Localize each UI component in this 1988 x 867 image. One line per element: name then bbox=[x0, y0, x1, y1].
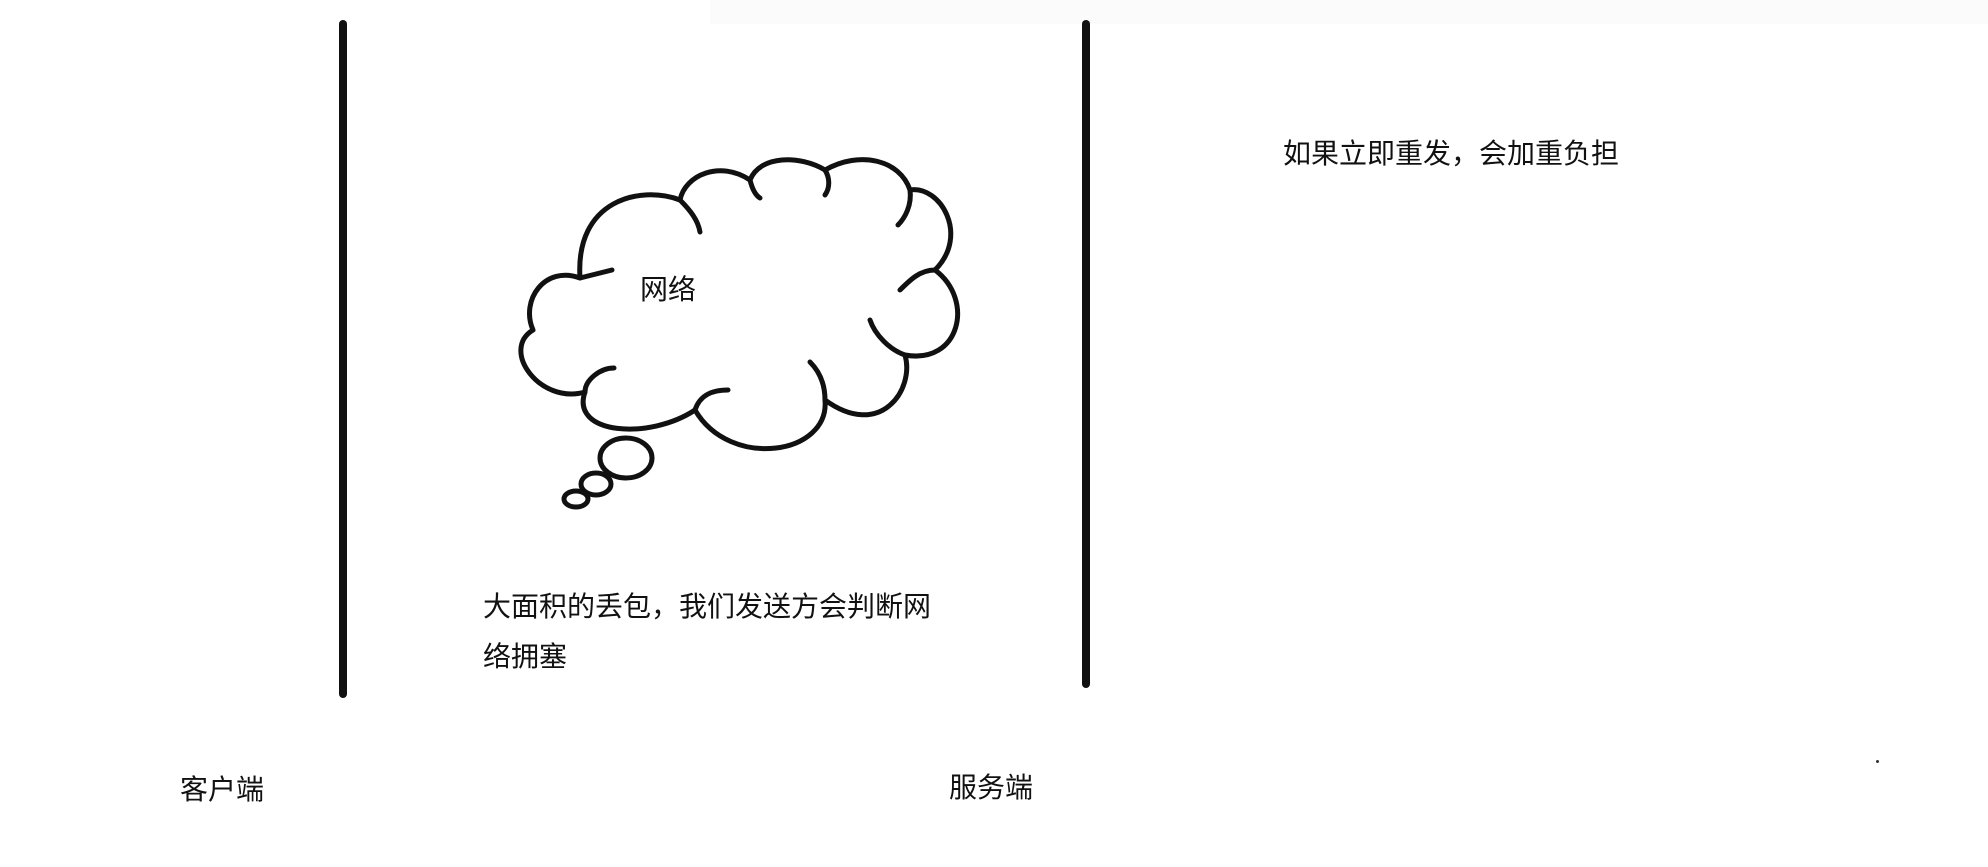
thought-cloud-icon bbox=[518, 157, 960, 510]
client-label: 客户端 bbox=[180, 773, 265, 806]
resend-note: 如果立即重发，会加重负担 bbox=[1283, 137, 1620, 170]
cloud-label: 网络 bbox=[640, 273, 697, 306]
top-strip bbox=[710, 0, 1988, 24]
packet-loss-note: 大面积的丢包，我们发送方会判断网络拥塞 bbox=[483, 590, 932, 673]
server-label: 服务端 bbox=[949, 771, 1034, 804]
stray-dot bbox=[1876, 760, 1879, 763]
